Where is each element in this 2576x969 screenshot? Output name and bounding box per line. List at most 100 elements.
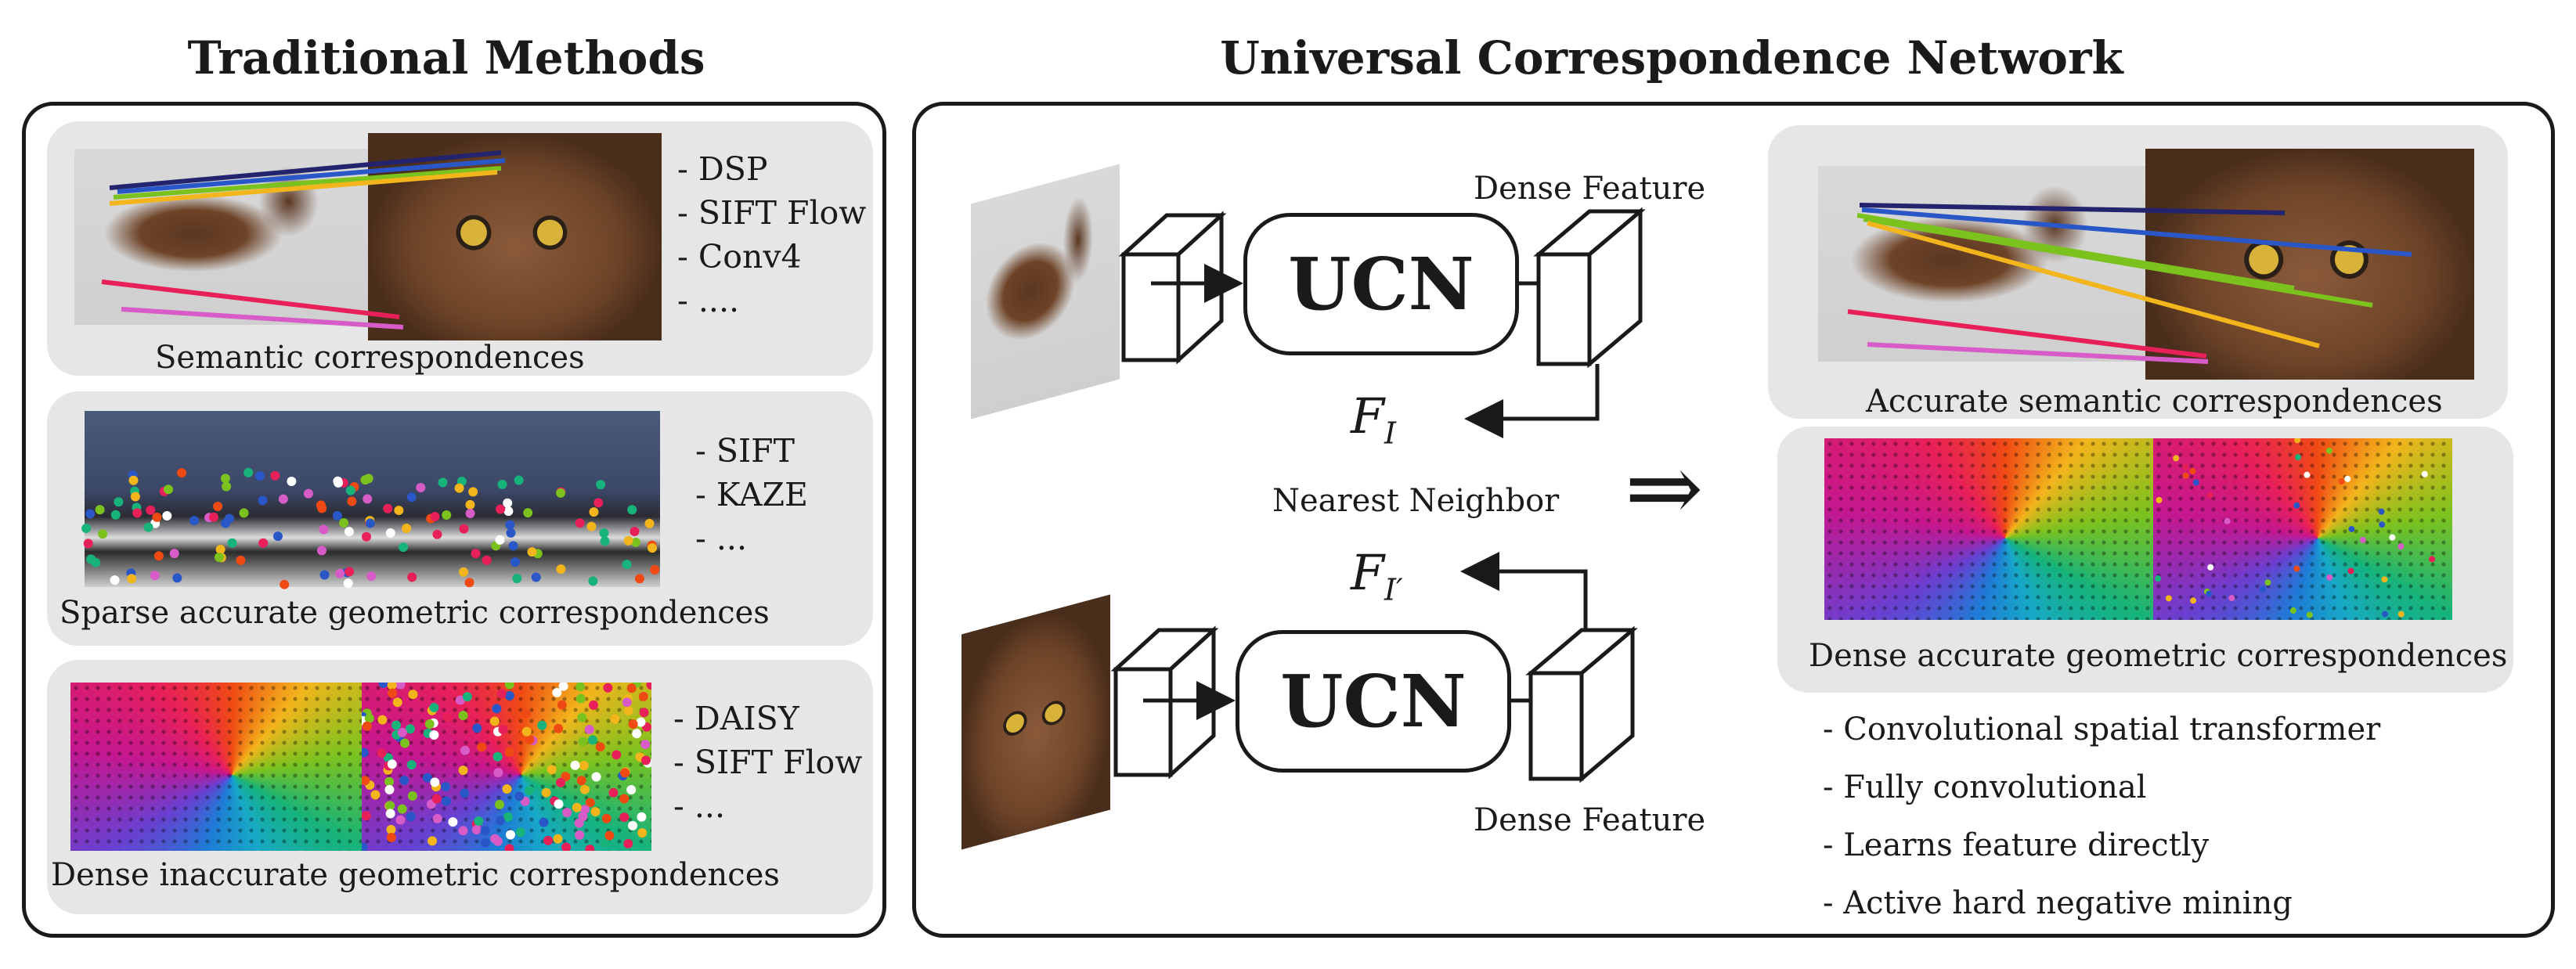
- keypoint-dot: [541, 787, 551, 798]
- keypoint-dot: [554, 723, 564, 733]
- keypoint-dot: [537, 720, 547, 730]
- keypoint-dot: [553, 834, 563, 844]
- keypoint-dot: [584, 724, 594, 734]
- keypoint-dot: [627, 820, 637, 830]
- method-item: - ....: [677, 282, 740, 319]
- keypoint-dot: [459, 567, 469, 577]
- keypoint-dot: [258, 495, 268, 506]
- match-line-blue: [117, 158, 506, 194]
- keypoint-dot: [627, 505, 637, 515]
- keypoint-dot: [384, 776, 395, 787]
- keypoint-dot: [638, 691, 648, 701]
- keypoint-dot: [458, 711, 468, 721]
- fiprime-subscript: I′: [1384, 572, 1403, 607]
- keypoint-dot: [578, 737, 588, 747]
- keypoint-dot: [402, 524, 412, 534]
- keypoint-dot: [636, 717, 646, 727]
- keypoint-dot: [490, 834, 500, 844]
- keypoint-dot: [575, 830, 585, 840]
- keypoint-dot: [114, 497, 124, 507]
- output-flow-left: [1824, 438, 2153, 620]
- keypoint-dot: [345, 567, 355, 577]
- keypoint-dot: [378, 683, 388, 689]
- keypoint-dot: [239, 508, 249, 518]
- keypoint-dot: [430, 511, 440, 521]
- keypoint-dot: [623, 535, 633, 546]
- keypoint-dot: [429, 729, 439, 740]
- keypoint-dot: [552, 687, 562, 697]
- keypoint-dot: [280, 579, 290, 589]
- keypoint-dot: [590, 807, 601, 817]
- keypoint-dot: [448, 817, 458, 827]
- keypoint-dot: [272, 531, 283, 542]
- keypoint-dot: [2182, 463, 2189, 470]
- keypoint-dot: [504, 747, 514, 757]
- keypoint-dot: [2182, 472, 2189, 479]
- feature-item: - Active hard negative mining: [1823, 885, 2293, 921]
- keypoint-dot: [335, 568, 345, 578]
- keypoint-dot: [385, 809, 395, 819]
- keypoint-dot: [430, 777, 440, 787]
- keypoint-dot: [514, 791, 525, 801]
- keypoint-dot: [362, 842, 368, 851]
- keypoint-dot: [416, 483, 426, 493]
- keypoint-dot: [385, 528, 395, 538]
- keypoint-dot: [344, 527, 354, 537]
- keypoint-dot: [506, 528, 516, 538]
- keypoint-dot: [462, 692, 472, 702]
- keypoint-dot: [588, 700, 598, 710]
- right-title: Universal Correspondence Network: [1220, 31, 2123, 85]
- keypoint-dot: [619, 812, 630, 823]
- keypoint-dot: [514, 475, 524, 485]
- keypoint-dot: [622, 560, 632, 570]
- keypoint-dot: [601, 813, 612, 823]
- keypoint-dot: [2189, 467, 2196, 474]
- fi-letter: F: [1351, 387, 1385, 445]
- keypoint-dot: [464, 578, 474, 588]
- keypoint-dot: [2165, 595, 2172, 602]
- keypoint-dot: [459, 524, 469, 534]
- match-line-navy: [109, 150, 502, 190]
- keypoint-dot: [98, 529, 108, 539]
- method-item: - ...: [673, 787, 725, 825]
- keypoint-dot: [153, 551, 164, 561]
- keypoint-dot: [2338, 477, 2345, 484]
- keypoint-dot: [442, 796, 452, 806]
- keypoint-dot: [162, 511, 172, 521]
- ucn-frame: [912, 102, 2555, 938]
- keypoint-dot: [2293, 502, 2300, 509]
- keypoint-dot: [493, 768, 503, 778]
- keypoint-dot: [628, 719, 638, 729]
- keypoint-dot: [531, 572, 541, 582]
- fiprime-letter: F: [1351, 544, 1385, 601]
- keypoint-dot: [152, 512, 162, 522]
- keypoint-dot: [608, 787, 619, 798]
- keypoint-dot: [503, 498, 513, 508]
- keypoint-dot: [504, 690, 514, 701]
- keypoint-dot: [362, 721, 372, 731]
- dense-feature-label-top: Dense Feature: [1474, 171, 1706, 207]
- keypoint-dot: [471, 549, 481, 559]
- keypoint-dot: [95, 505, 105, 515]
- keypoint-dot: [2304, 471, 2311, 478]
- feature-item: - Convolutional spatial transformer: [1823, 711, 2381, 747]
- keypoint-dot: [81, 523, 92, 533]
- sparse-caption: Sparse accurate geometric correspondence…: [60, 595, 770, 631]
- keypoint-dot: [458, 826, 468, 836]
- keypoint-dot: [303, 488, 313, 499]
- match-line-green: [1856, 213, 2295, 290]
- keypoint-dot: [287, 477, 297, 487]
- dense-inaccurate-caption: Dense inaccurate geometric correspondenc…: [51, 857, 780, 893]
- keypoint-dot: [646, 683, 651, 690]
- keypoint-dot: [347, 496, 357, 506]
- keypoint-dot: [631, 537, 641, 547]
- keypoint-dot: [604, 830, 615, 841]
- keypoint-dot: [575, 683, 586, 692]
- keypoint-dot: [406, 492, 417, 503]
- keypoint-dot: [454, 483, 464, 493]
- keypoint-dot: [388, 688, 398, 698]
- keypoint-dot: [504, 844, 514, 851]
- keypoint-dot: [2397, 543, 2405, 550]
- keypoint-dot: [2306, 611, 2313, 618]
- keypoint-dot: [407, 572, 417, 582]
